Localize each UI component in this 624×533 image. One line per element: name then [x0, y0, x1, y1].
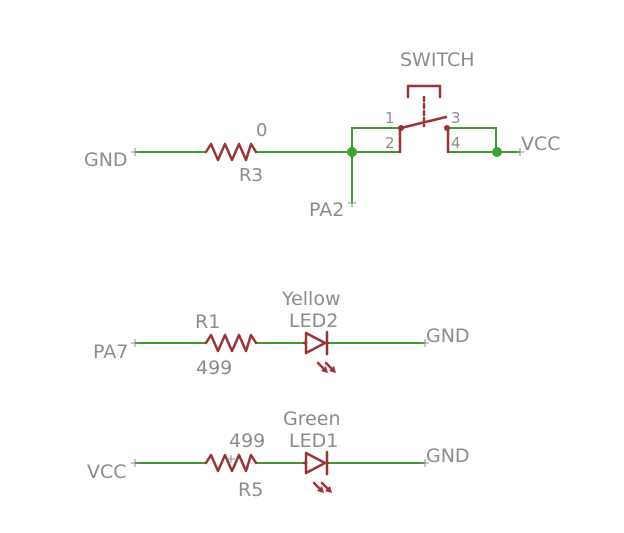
r3-value: 0 — [256, 120, 267, 141]
switch-pin4-label: 4 — [451, 134, 461, 152]
switch-pin3-label: 3 — [451, 109, 461, 127]
wire-switch-pin1 — [351, 127, 400, 152]
led2-color: Yellow — [281, 288, 341, 310]
net-gnd-left: GND — [84, 149, 128, 171]
led1-color: Green — [283, 408, 341, 430]
switch-symbol — [398, 84, 450, 154]
resistor-r5-symbol — [204, 453, 258, 473]
resistor-r1-symbol — [204, 333, 258, 353]
wire-switch-pin3 — [448, 127, 497, 152]
junction-dot-left — [347, 147, 357, 157]
r5-value: 499 — [229, 430, 265, 452]
led1-name: LED1 — [289, 430, 338, 452]
switch-pin2-label: 2 — [385, 134, 395, 152]
led1-circuit: Green LED1 499 R5 VCC GND — [87, 408, 470, 501]
r1-name: R1 — [195, 311, 220, 333]
net-gnd-led2: GND — [426, 325, 470, 347]
net-gnd-led1: GND — [426, 445, 470, 467]
r1-value: 499 — [196, 357, 232, 379]
switch-pin1-label: 1 — [385, 109, 395, 127]
net-pa7: PA7 — [93, 341, 128, 363]
led1-symbol — [302, 450, 332, 493]
led2-circuit: Yellow LED2 R1 499 PA7 GND — [93, 288, 470, 379]
net-vcc-left: VCC — [87, 461, 127, 483]
net-pa2: PA2 — [309, 199, 344, 221]
r3-name: R3 — [239, 165, 263, 186]
switch-label: SWITCH — [400, 49, 475, 71]
led2-symbol — [302, 330, 336, 373]
switch-circuit: SWITCH 1 2 3 4 0 R3 GND VCC PA2 — [84, 49, 561, 221]
net-vcc-right: VCC — [521, 133, 561, 155]
r5-name: R5 — [238, 479, 263, 501]
resistor-r3-symbol — [204, 142, 258, 162]
junction-dot-right — [492, 147, 502, 157]
led2-name: LED2 — [289, 310, 338, 332]
